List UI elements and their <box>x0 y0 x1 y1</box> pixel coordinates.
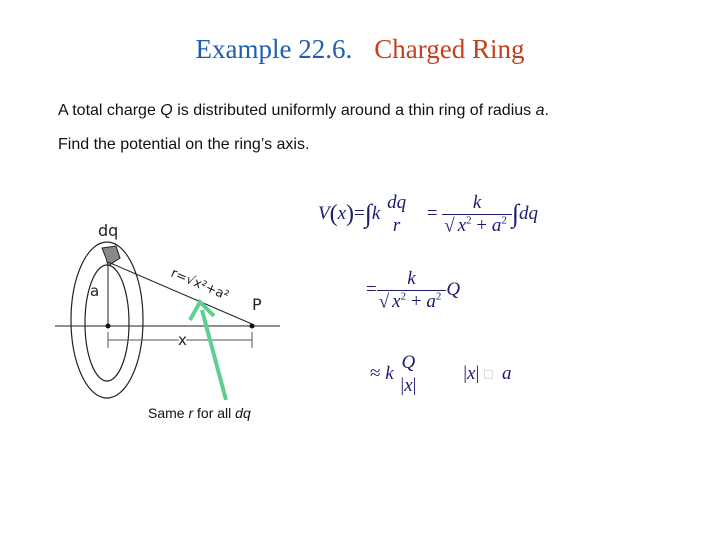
frac-k-sqrt: k√x2 + a2 <box>376 268 447 313</box>
dq: dq <box>519 203 539 225</box>
green-arrow-head <box>188 298 216 321</box>
num: k <box>407 268 416 289</box>
equation-3: ≈ k Q|x| |x| □ a <box>370 352 512 397</box>
ring-diagram: dq a r=√x²+a² P x <box>55 221 280 400</box>
V: V <box>318 203 330 225</box>
a: a <box>491 215 502 237</box>
slide-title: Example 22.6. Charged Ring <box>0 34 720 65</box>
example-number: Example 22.6. <box>195 34 353 64</box>
Q: Q <box>446 279 461 301</box>
k: k <box>371 203 381 225</box>
center-point <box>105 323 111 329</box>
problem-line-2: Find the potential on the ring’s axis. <box>58 136 310 153</box>
x: x <box>337 203 347 225</box>
x: x <box>404 375 413 396</box>
var: r <box>188 405 194 421</box>
text: Same <box>148 405 189 421</box>
var-a: a <box>535 102 545 119</box>
text: A total charge <box>58 102 161 119</box>
num: k <box>472 192 482 213</box>
label-P: P <box>252 295 262 314</box>
caption: Same r for all dq <box>148 405 251 421</box>
dq-element <box>101 245 121 267</box>
point-P <box>249 323 255 329</box>
num: Q <box>401 352 416 373</box>
text: is distributed uniformly around a thin r… <box>172 102 536 119</box>
text: for all <box>193 405 236 421</box>
ring-inner <box>84 264 130 382</box>
problem-line-1: A total charge Q is distributed uniforml… <box>58 102 549 120</box>
den: |x| <box>400 375 417 396</box>
missing-glyph: □ <box>484 367 493 383</box>
label-dq: dq <box>98 221 118 240</box>
ring-outer <box>70 241 144 399</box>
label-x: x <box>178 331 187 349</box>
condition: |x| □ a <box>463 362 512 384</box>
a: a <box>501 362 512 384</box>
example-name: Charged Ring <box>374 34 525 64</box>
x: x <box>392 291 401 313</box>
r-line <box>107 261 253 325</box>
den: √x2 + a2 <box>376 290 447 313</box>
frac-Q-absx: Q |x| <box>398 352 418 397</box>
label-a: a <box>90 282 99 300</box>
a: a <box>426 291 436 313</box>
var: dq <box>235 405 251 421</box>
x: x <box>467 362 476 384</box>
frac-k-sqrt: k√x2 + a2 <box>442 192 512 237</box>
var-Q: Q <box>160 102 173 119</box>
x: x <box>457 215 467 237</box>
k: k <box>385 362 394 384</box>
green-arrow-shaft <box>200 309 228 400</box>
num: dq <box>387 192 407 214</box>
label-r: r=√x²+a² <box>168 266 230 304</box>
den: √x2 + a2 <box>442 214 512 237</box>
text: . <box>544 102 549 119</box>
den: r <box>392 215 401 237</box>
